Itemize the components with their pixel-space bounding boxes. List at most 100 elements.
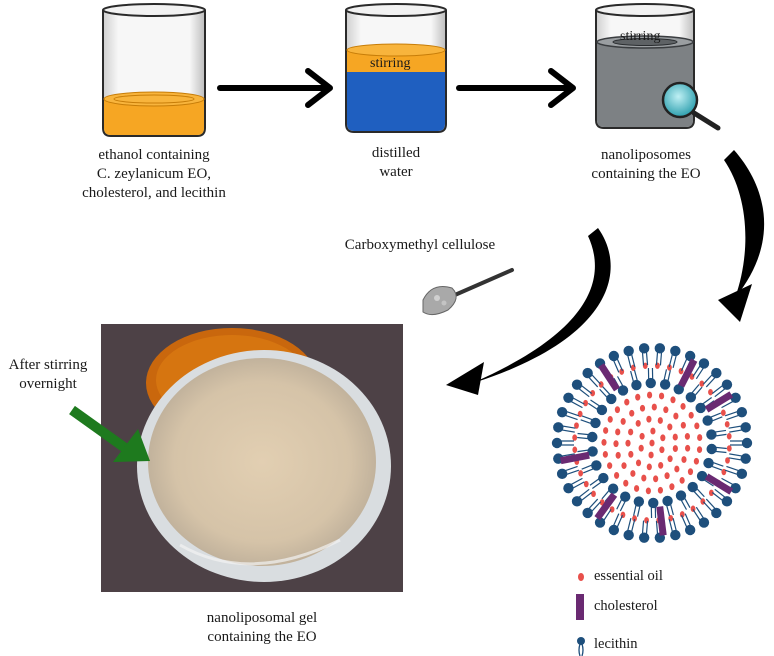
legend-essential-oil: essential oil [594,568,663,584]
photo-annotation-line: overnight [19,376,77,392]
step3-label-line: containing the EO [591,166,701,182]
lecithin-molecule [587,431,598,443]
photo-annotation-line: After stirring [8,357,88,373]
step3-beaker-text: stirring [620,29,661,44]
lecithin-molecule [608,524,620,536]
step2-beaker-text: stirring [370,56,411,71]
beaker-ethanol-solution [102,3,206,137]
step3-label-line: nanoliposomes [601,147,691,163]
nanoliposome-diagram [551,343,753,543]
essential-oil-dot [629,409,635,417]
legend-cholesterol: cholesterol [594,598,658,614]
essential-oil-dot [680,421,686,429]
lecithin-molecule [623,345,634,357]
lecithin-molecule [736,406,748,418]
essential-oil-dot [708,489,714,497]
essential-oil-dot [653,475,659,483]
essential-oil-dot [688,411,694,419]
lecithin-molecule [706,443,717,455]
essential-oil-dot [659,446,665,454]
essential-oil-dot [667,364,672,371]
essential-oil-dot [650,427,656,435]
essential-oil-dot [663,406,669,414]
essential-oil-dot [679,476,685,484]
essential-oil-dot [679,511,685,518]
essential-oil-dot [672,445,678,452]
step1-label-line: ethanol containing [98,147,210,163]
lecithin-molecule [638,532,650,543]
lecithin-molecule [662,495,673,507]
legend-lecithin-icon [577,637,585,656]
lecithin-molecule [698,517,710,528]
essential-oil-dot [614,406,621,414]
essential-oil-dot [639,432,645,440]
lecithin-molecule [673,384,684,395]
essential-oil-dot [697,434,703,441]
essential-oil-dot [672,433,678,441]
essential-oil-dot [649,439,655,447]
lecithin-molecule [703,457,714,469]
lecithin-molecule [721,496,733,507]
legend-lecithin: lecithin [594,636,638,652]
essential-oil-dot [689,373,695,380]
lecithin-molecule [598,472,609,484]
lecithin-molecule [659,379,671,390]
lecithin-molecule [684,524,696,536]
cholesterol-bar [704,473,734,495]
lecithin-molecule [596,404,608,416]
lecithin-molecule [721,379,733,390]
lecithin-molecule [648,497,659,509]
essential-oil-dot [660,434,666,442]
essential-oil-dot [583,480,589,488]
lecithin-molecule [571,379,583,390]
essential-oil-dot [603,427,609,434]
final-label: nanoliposomal gel containing the EO [182,609,342,647]
beaker-distilled-water [345,3,447,133]
step3-label: nanoliposomes containing the EO [576,146,716,184]
final-label-line: nanoliposomal gel [206,610,318,626]
essential-oil-dot [630,470,636,477]
essential-oil-dot [615,428,621,436]
essential-oil-dot [634,485,640,492]
cholesterol-bar [594,492,618,521]
photo-annotation: After stirring overnight [0,356,96,394]
essential-oil-dot [726,433,732,440]
essential-oil-dot [644,517,649,524]
essential-oil-dot [583,399,588,407]
essential-oil-dot [724,421,730,428]
gel-photo [101,324,403,592]
essential-oil-dot [658,392,665,400]
step2-label-line: water [379,164,413,180]
legend-essential-oil-icon [578,573,584,581]
essential-oil-dot [726,445,732,452]
essential-oil-dot [639,404,646,412]
lecithin-molecule [675,490,687,501]
lecithin-molecule [608,350,620,362]
lecithin-molecule [685,392,697,403]
lecithin-molecule [702,415,713,426]
essential-oil-dot [720,409,726,416]
step2-label: distilled water [346,144,446,182]
lecithin-molecule [645,377,656,389]
essential-oil-dot [638,444,644,452]
essential-oil-dot [578,470,584,477]
essential-oil-dot [572,446,578,453]
essential-oil-dot [667,423,673,431]
step1-label-line: C. zeylanicum EO, [96,166,212,182]
cholesterol-bar [656,506,667,536]
lecithin-molecule [591,460,602,471]
essential-oil-dot [625,439,631,447]
lecithin-molecule [670,529,681,541]
essential-oil-dot [601,439,607,446]
cholesterol-bar [677,358,698,388]
lecithin-molecule [684,350,696,362]
lecithin-molecule [590,417,601,429]
final-label-line: containing the EO [207,629,317,645]
lecithin-molecule [594,517,606,528]
lecithin-molecule [582,507,593,519]
lecithin-molecule [587,446,598,457]
lecithin-molecule [730,483,741,494]
essential-oil-dot [607,462,613,470]
essential-oil-dot [657,486,664,494]
essential-oil-dot [685,444,691,452]
